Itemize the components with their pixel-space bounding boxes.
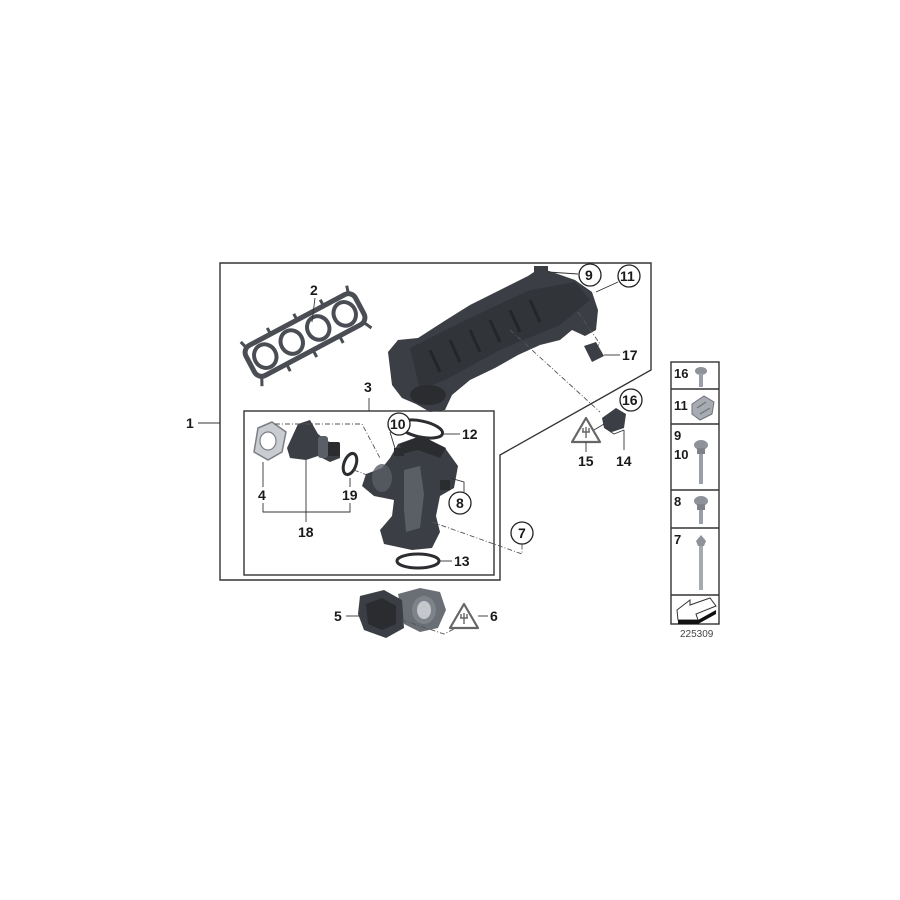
leader-2 (311, 297, 316, 323)
callout-circle-10 (387, 412, 411, 436)
leader-17 (577, 311, 601, 353)
leader-14b (604, 427, 625, 435)
leader-dash-4-18 (275, 423, 381, 459)
electrical-warning-icon-6 (448, 602, 480, 630)
callout-circle-9 (578, 263, 602, 287)
callout-18: 18 (298, 524, 314, 540)
electrical-warning-icon-15 (570, 416, 602, 444)
callout-8: 8 (456, 495, 464, 511)
pipe-connector-part-18 (287, 420, 340, 462)
leader-10 (389, 431, 399, 459)
callout-2: 2 (310, 282, 318, 298)
hardware-row-16: 16 (674, 366, 707, 387)
callout-11: 11 (620, 268, 635, 284)
callout-12: 12 (462, 426, 478, 442)
callout-10: 10 (390, 416, 406, 432)
o-ring-part-19 (341, 451, 359, 477)
orientation-arrow-icon (676, 597, 717, 624)
callout-16: 16 (622, 392, 638, 408)
leader-5-6-dash (401, 619, 457, 635)
hardware-row-8: 8 (674, 494, 708, 524)
callout-6: 6 (490, 608, 498, 624)
callout-5: 5 (334, 608, 342, 624)
inlet-pipe-part (362, 436, 458, 550)
callout-17: 17 (622, 347, 638, 363)
callout-4: 4 (258, 487, 266, 503)
intake-manifold-part (388, 266, 598, 412)
hw-label-9: 9 (674, 428, 681, 443)
callout-9: 9 (585, 267, 593, 283)
callout-15: 15 (578, 453, 594, 469)
callout-circle-8 (448, 491, 472, 515)
callout-3: 3 (364, 379, 372, 395)
hw-label-11: 11 (674, 398, 688, 413)
hardware-row-11: 11 (674, 395, 715, 421)
leader-14-dash (509, 329, 601, 413)
throttle-housing-part-5 (358, 588, 446, 638)
leader-15-to-14 (593, 423, 605, 431)
hw-label-16: 16 (674, 366, 688, 381)
assembly-frame-1 (219, 262, 652, 581)
callout-circle-16 (619, 388, 643, 412)
hardware-row-7: 7 (674, 532, 706, 590)
bracket-4-19 (262, 462, 351, 513)
leader-11 (595, 281, 619, 293)
callout-14: 14 (616, 453, 632, 469)
cap-part-17 (584, 342, 604, 362)
hardware-panel: 16 11 9 10 8 7 (670, 361, 720, 625)
leader-8 (449, 477, 465, 492)
hw-label-8: 8 (674, 494, 681, 509)
callout-1: 1 (186, 415, 194, 431)
callout-13: 13 (454, 553, 470, 569)
leader-9 (547, 271, 579, 275)
hardware-row-9-10: 9 10 (674, 428, 708, 484)
o-ring-part-13 (395, 552, 441, 570)
flange-gasket-part-4 (253, 421, 287, 461)
callout-circle-11 (617, 264, 641, 288)
manifold-gasket-part (239, 285, 373, 387)
reference-number: 225309 (680, 629, 714, 640)
leader-7 (431, 521, 523, 555)
callout-circle-7 (510, 521, 534, 545)
sensor-part-14 (602, 408, 626, 432)
hw-label-10: 10 (674, 447, 688, 462)
callout-7: 7 (518, 525, 526, 541)
callout-19: 19 (342, 487, 358, 503)
hw-label-7: 7 (674, 532, 681, 547)
